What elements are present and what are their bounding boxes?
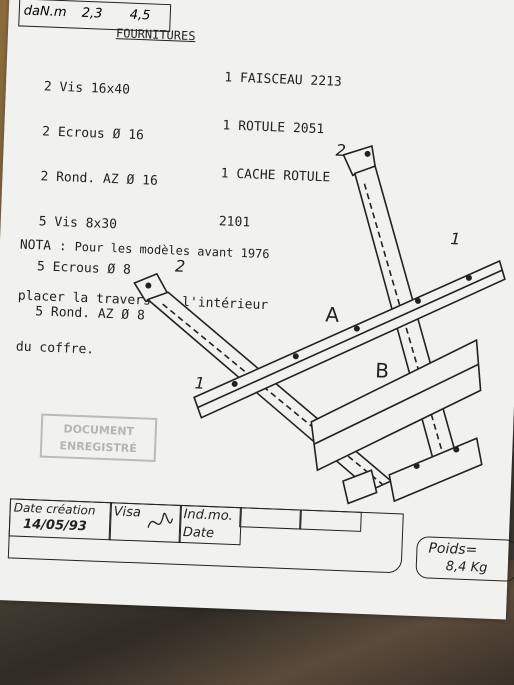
label-2-left: 2	[174, 256, 186, 276]
date-label: Date	[182, 525, 215, 542]
signature-icon	[147, 512, 174, 528]
document-sheet: daN.m 2,3 4,5 FOURNITURES 2 Vis 16x40 2 …	[0, 0, 514, 620]
date-creation-value: 14/05/93	[22, 516, 88, 535]
empty-cell	[239, 507, 302, 530]
label-2-top: 2	[335, 140, 347, 161]
indmo-label: Ind.mo.	[183, 507, 234, 524]
visa-label: Visa	[113, 504, 142, 521]
poids-value: 8,4 Kg	[445, 559, 488, 576]
registered-stamp: DOCUMENT ENREGISTRÉ	[39, 413, 158, 462]
stamp-line-2: ENREGISTRÉ	[59, 439, 137, 456]
label-b: B	[374, 358, 390, 383]
empty-cell	[299, 509, 362, 532]
label-a: A	[324, 302, 340, 327]
crossbar-diagram	[133, 144, 506, 505]
poids-label: Poids=	[428, 540, 478, 559]
label-1-left: 1	[194, 373, 206, 393]
label-1-top: 1	[450, 229, 461, 249]
